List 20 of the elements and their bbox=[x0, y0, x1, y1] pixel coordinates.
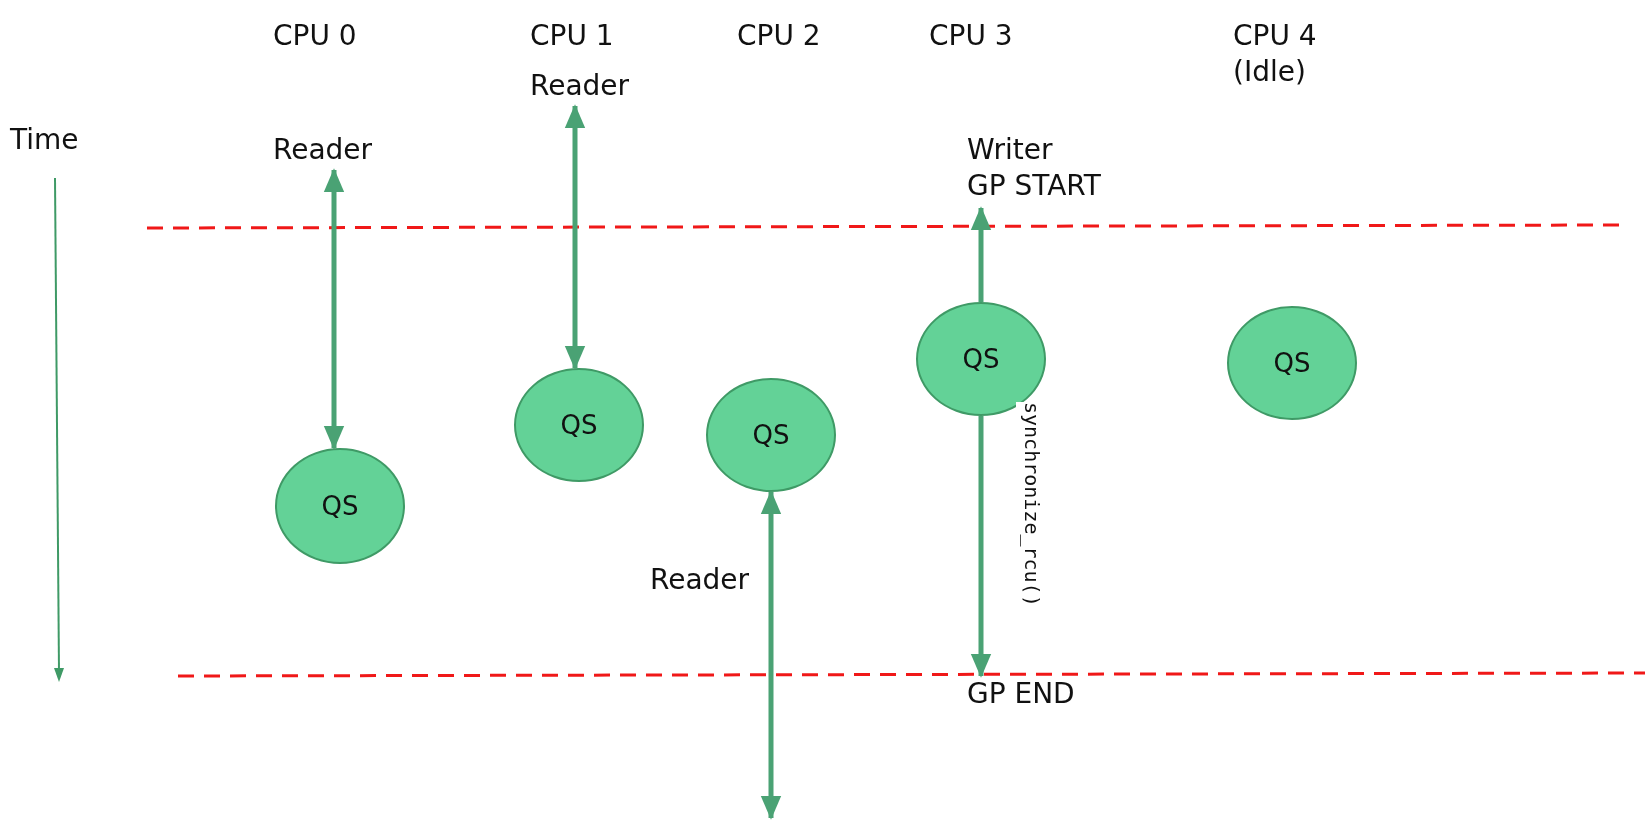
state-circle: QS bbox=[275, 448, 405, 564]
state-circle: QS bbox=[706, 378, 836, 492]
column-heading: CPU 0 bbox=[273, 18, 357, 54]
column-heading: CPU 2 bbox=[737, 18, 821, 54]
column-heading: CPU 4 (Idle) bbox=[1233, 18, 1318, 90]
state-circle: QS bbox=[1227, 306, 1357, 420]
arrow bbox=[970, 206, 992, 302]
arrow bbox=[970, 416, 992, 678]
node-label: Reader bbox=[530, 68, 642, 106]
column-heading: CPU 1 bbox=[530, 18, 614, 54]
column-heading: CPU 3 bbox=[929, 18, 1013, 54]
node-label: GP END bbox=[967, 676, 1107, 714]
node-label: Writer bbox=[967, 132, 1054, 168]
state-circle: QS bbox=[514, 368, 644, 482]
node-label: GP START bbox=[967, 168, 1102, 204]
arrow bbox=[760, 490, 782, 820]
node-label: Reader bbox=[273, 132, 385, 170]
arrow bbox=[323, 168, 345, 450]
arrow bbox=[564, 104, 586, 370]
axis-label: Time bbox=[10, 122, 79, 158]
